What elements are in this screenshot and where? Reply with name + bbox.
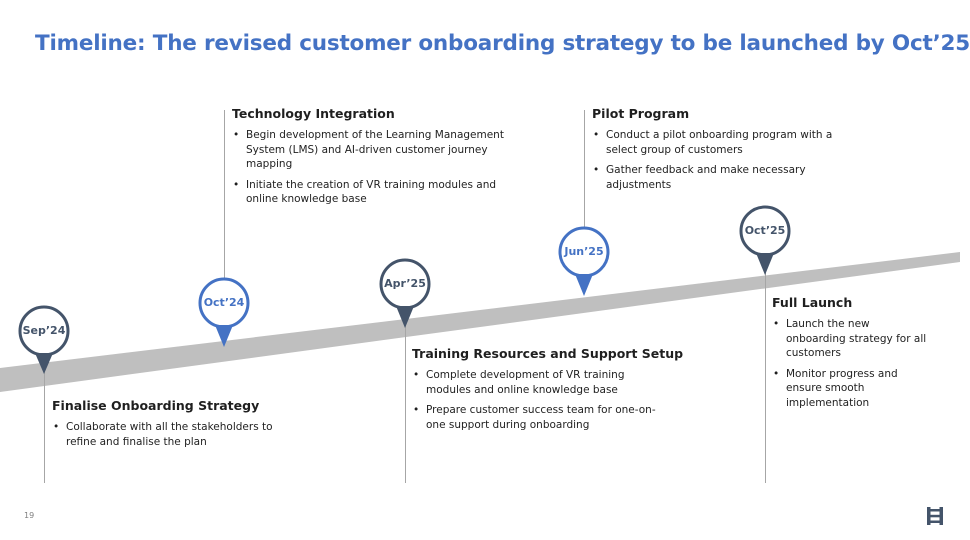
milestone-heading: Technology Integration [232, 106, 395, 121]
milestone-bullet: Monitor progress and ensure smooth imple… [772, 367, 932, 411]
milestone-block-jun25: Pilot Program Conduct a pilot onboarding… [592, 106, 842, 198]
pin-label-apr25: Apr’25 [384, 277, 426, 290]
pin-oct24-icon [198, 277, 250, 347]
milestone-heading: Training Resources and Support Setup [412, 346, 684, 361]
h-logo-icon [927, 507, 943, 525]
milestone-bullet: Complete development of VR training modu… [412, 368, 657, 397]
milestone-bullet: Gather feedback and make necessary adjus… [592, 163, 842, 192]
pin-label-jun25: Jun’25 [564, 245, 604, 258]
slide-title: Timeline: The revised customer onboardin… [35, 31, 970, 56]
pin-apr25-icon [379, 258, 431, 328]
pin-label-oct24: Oct’24 [203, 296, 245, 309]
milestone-bullet: Prepare customer success team for one-on… [412, 403, 657, 432]
milestone-bullet: Launch the new onboarding strategy for a… [772, 317, 932, 361]
page-number: 19 [24, 511, 35, 520]
milestone-heading: Full Launch [772, 295, 853, 310]
milestone-bullet: Initiate the creation of VR training mod… [232, 178, 517, 207]
timeline-band [0, 252, 960, 392]
milestone-block-oct25: Full Launch Launch the new onboarding st… [772, 295, 932, 416]
milestone-block-apr25: Training Resources and Support Setup Com… [412, 346, 684, 438]
milestone-block-oct24: Technology Integration Begin development… [232, 106, 517, 213]
milestone-bullet: Collaborate with all the stakeholders to… [52, 420, 277, 449]
pin-oct25-icon [739, 205, 791, 275]
milestone-bullet: Conduct a pilot onboarding program with … [592, 128, 842, 157]
pin-jun25-icon [558, 226, 610, 296]
milestone-bullet: Begin development of the Learning Manage… [232, 128, 517, 172]
milestone-heading: Pilot Program [592, 106, 690, 121]
pin-sep24-icon [18, 305, 70, 374]
pin-label-sep24: Sep’24 [22, 324, 66, 337]
milestone-block-sep24: Finalise Onboarding Strategy Collaborate… [52, 398, 277, 455]
pin-label-oct25: Oct’25 [744, 224, 786, 237]
milestone-heading: Finalise Onboarding Strategy [52, 398, 260, 413]
